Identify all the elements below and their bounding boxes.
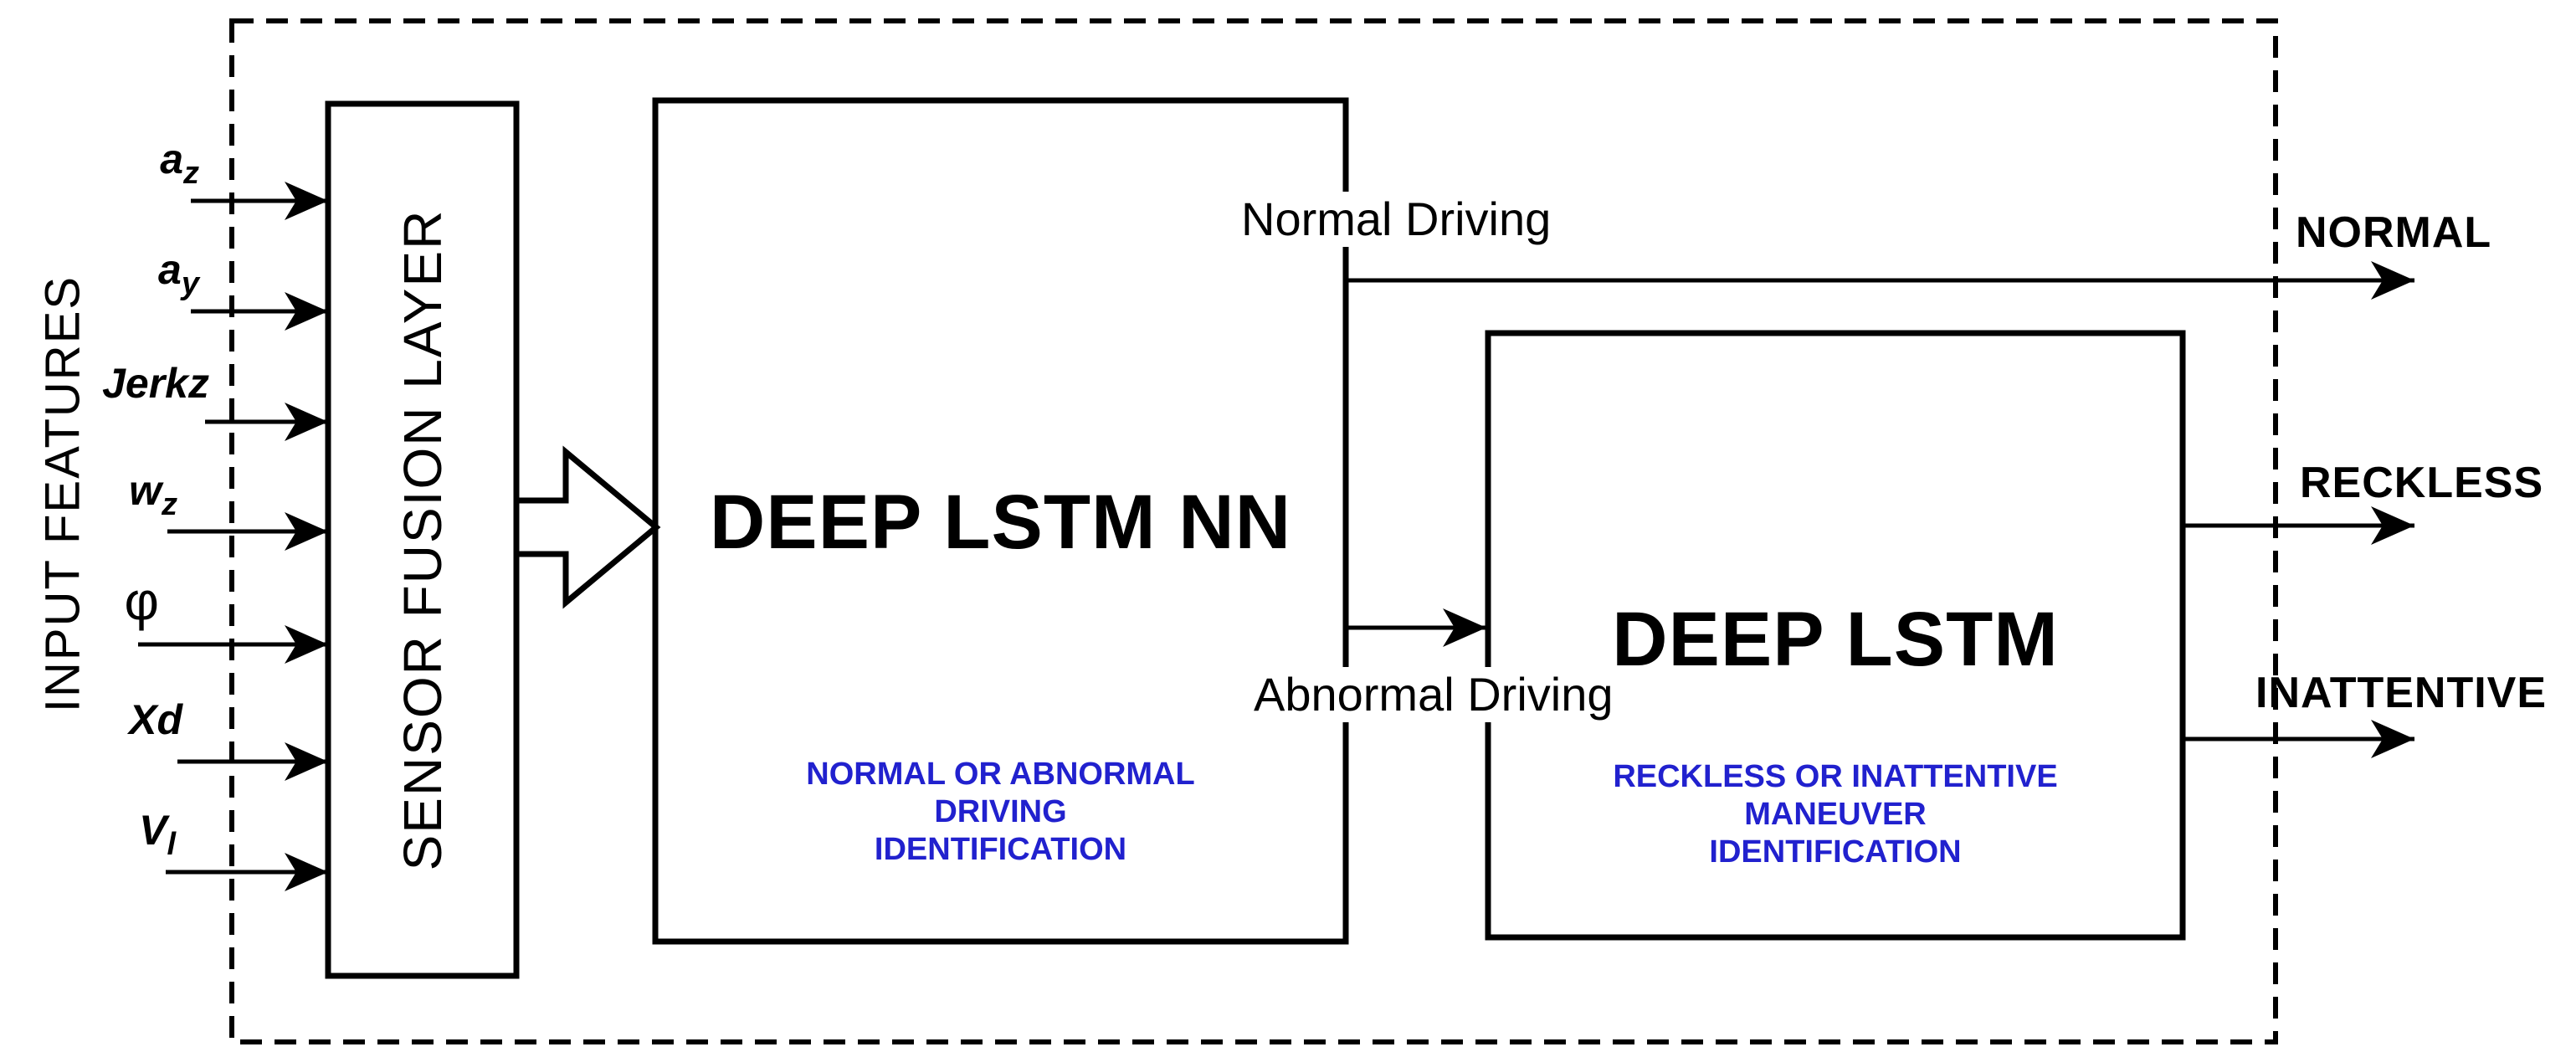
input-label-phi: φ <box>125 570 160 638</box>
input-label-xd-main: Xd <box>129 696 182 743</box>
deep-lstm-caption-line1: RECKLESS OR INATTENTIVE <box>1613 759 2058 794</box>
input-label-vl: Vl <box>139 806 176 863</box>
input-label-az: az <box>160 135 199 192</box>
input-label-phi-main: φ <box>124 571 160 631</box>
sensor-fusion-label: SENSOR FUSION LAYER <box>393 208 453 871</box>
deep-lstm-caption-line3: IDENTIFICATION <box>1709 834 1962 870</box>
deep-lstm-box <box>1485 330 2186 941</box>
input-label-vl-sub: l <box>167 827 176 862</box>
input-label-jerkz: Jerkz <box>102 359 209 416</box>
output-label-normal: NORMAL <box>2296 208 2492 257</box>
input-label-ay-sub: y <box>181 266 199 301</box>
input-label-xd: Xd <box>129 695 182 752</box>
deep-lstm-nn-box <box>652 97 1349 945</box>
deep-lstm-nn-title: DEEP LSTM NN <box>709 480 1292 565</box>
normal-driving-label: Normal Driving <box>1233 192 1560 247</box>
block-arrow <box>513 445 661 609</box>
output-label-reckless: RECKLESS <box>2300 459 2544 507</box>
input-label-wz-main: w <box>129 467 162 514</box>
deep-lstm-nn-caption-line3: IDENTIFICATION <box>874 832 1127 867</box>
input-label-ay: ay <box>158 245 199 302</box>
input-features-title: INPUT FEATURES <box>35 275 90 713</box>
deep-lstm-caption: RECKLESS OR INATTENTIVE MANEUVER IDENTIF… <box>1488 758 2183 871</box>
deep-lstm-nn-caption-line1: NORMAL OR ABNORMAL <box>806 757 1195 792</box>
input-label-az-sub: z <box>183 156 199 191</box>
deep-lstm-nn-caption: NORMAL OR ABNORMAL DRIVING IDENTIFICATIO… <box>655 756 1346 869</box>
output-label-inattentive: INATTENTIVE <box>2255 669 2548 717</box>
deep-lstm-title: DEEP LSTM <box>1612 597 2059 682</box>
input-label-az-main: a <box>160 136 183 182</box>
deep-lstm-nn-caption-line2: DRIVING <box>934 794 1067 829</box>
input-label-vl-main: V <box>139 807 167 854</box>
input-label-wz-sub: z <box>162 487 177 522</box>
dashed-boundary <box>229 18 2278 1044</box>
sensor-fusion-box <box>325 100 520 979</box>
input-label-wz: wz <box>129 466 177 523</box>
input-label-ay-main: a <box>158 246 182 293</box>
input-label-jerkz-main: Jerkz <box>102 360 209 407</box>
deep-lstm-caption-line2: MANEUVER <box>1744 797 1927 832</box>
abnormal-driving-label: Abnormal Driving <box>1245 667 1622 722</box>
